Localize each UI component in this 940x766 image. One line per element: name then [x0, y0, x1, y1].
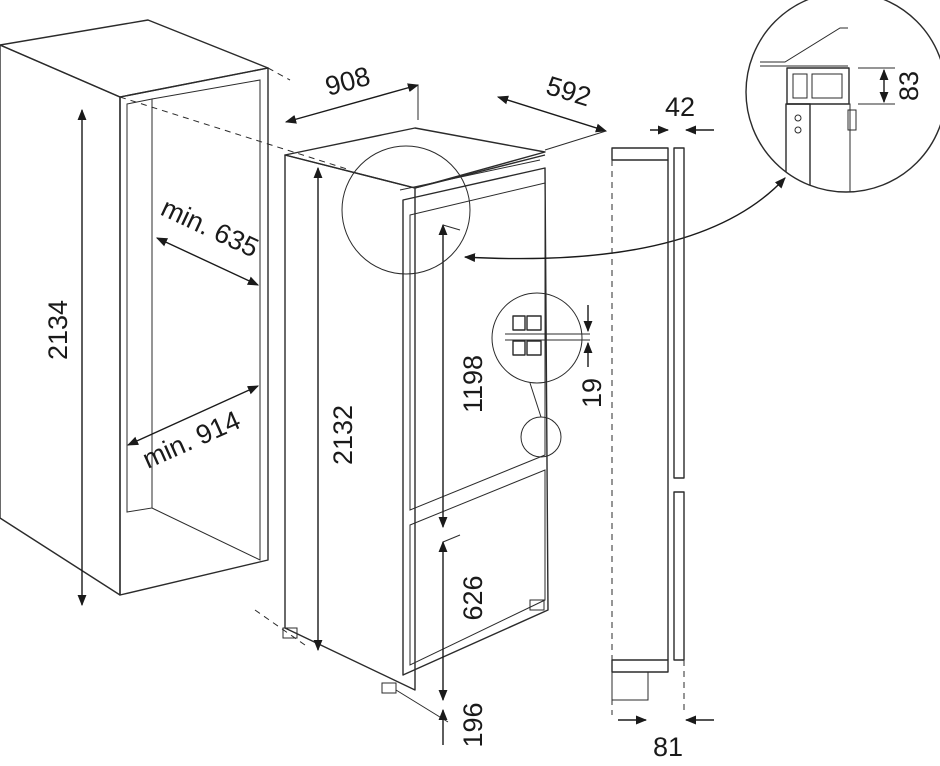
- plinth-depth-label: 81: [653, 732, 683, 762]
- side-door-upper: [673, 147, 685, 479]
- niche-front-frame: [119, 67, 269, 596]
- side-top-cap: [611, 147, 669, 161]
- zoom-detail-circle: [745, 0, 940, 193]
- min-width-label: min. 635: [157, 192, 264, 263]
- top-detail-circle: [341, 145, 471, 275]
- freezer-door-label: 626: [458, 575, 488, 620]
- top-detail-marker: [341, 145, 786, 275]
- hinge-height-label: 83: [894, 71, 924, 101]
- door-gap-label: 42: [665, 92, 695, 122]
- appliance-width-dimension: [496, 95, 608, 133]
- hinge-detail: 19: [491, 292, 607, 458]
- niche-height-label: 2134: [43, 300, 73, 360]
- hinge-icon: [505, 315, 590, 356]
- min-depth-dimension: [126, 385, 260, 446]
- fridge-door-label: 1198: [458, 355, 488, 413]
- side-door-lower: [673, 491, 685, 661]
- zoom-hinge-block: [786, 67, 850, 105]
- hinge-location-circle: [520, 416, 562, 458]
- min-width-dimension: [155, 237, 260, 286]
- foot-front: [381, 682, 397, 694]
- freezer-door: [409, 469, 546, 666]
- appliance-side: [284, 154, 416, 691]
- appliance-top: [284, 127, 546, 189]
- appliance-width-label: 592: [543, 70, 595, 112]
- zoom-detail: 83: [745, 0, 940, 193]
- niche-opening: [151, 79, 261, 561]
- hinge-gap-label: 19: [577, 378, 607, 408]
- plinth-height-label: 196: [458, 702, 488, 747]
- side-view: 42 81: [611, 92, 714, 762]
- niche-dimensions: 2134 min. 635 min. 914: [43, 108, 264, 607]
- min-depth-label: min. 914: [138, 405, 245, 475]
- appliance-dimensions: 908 592 2132 1198 626 196: [284, 61, 608, 748]
- appliance-height-label: 2132: [328, 405, 358, 465]
- appliance: [282, 127, 549, 694]
- foot-side: [529, 599, 545, 611]
- side-bottom-cap: [611, 659, 669, 673]
- detail-leader-arrow: [463, 177, 786, 263]
- niche-cabinet: [0, 19, 351, 646]
- foot-rear: [282, 627, 298, 639]
- cabinet-depth-dimension: [284, 83, 420, 124]
- cabinet-depth-label: 908: [322, 61, 373, 102]
- hinge-detail-circle: [491, 292, 583, 384]
